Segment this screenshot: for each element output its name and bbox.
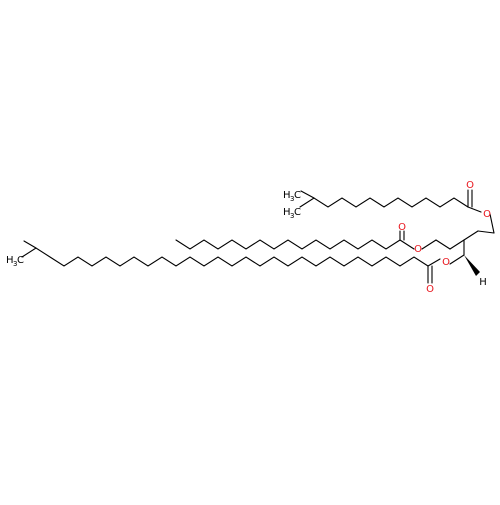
methyl-label-left: H 3 C [6,255,24,268]
middle-chain-bonds [175,239,401,250]
bottom-ester-bond [427,258,441,267]
bottom-acyl-chain [21,240,441,284]
hydrogen-label: H [479,277,487,288]
methyl-top-h: H [283,190,291,201]
o-ether-top: O [483,209,491,220]
methyl-top2-sub: 3 [290,212,294,220]
middle-o-ch2-bond [421,239,437,250]
o-ether-low: O [442,257,450,268]
methyl-label-top2: H 3 C [283,207,301,220]
top-chain-bonds [299,197,469,208]
top-ester-bond [467,206,482,213]
bottom-ethyl-bond [23,240,37,249]
methyl-top2-c: C [294,207,301,218]
glycerol-backbone [449,230,495,276]
methyl-left-h: H [6,255,14,266]
bottom-chain-bonds [21,247,429,267]
middle-acyl-chain [175,230,451,250]
backbone-bond-1 [449,239,465,250]
top-o-ch2-bond [489,213,495,234]
methyl-top-sub: 3 [290,195,294,203]
methyl-left-sub: 3 [13,260,17,268]
methyl-top2-h: H [283,207,291,218]
o-carbonyl-mid: O [398,222,406,233]
stereo-wedge [464,255,480,276]
o-carbonyl-low: O [426,284,434,295]
backbone-bond-3 [477,230,495,234]
methyl-left-c: C [17,255,24,266]
backbone-bond-2 [463,230,479,241]
backbone-o-bond [449,254,465,265]
o-carbonyl-top: O [466,180,474,191]
top-acyl-chain [299,189,495,234]
middle-ch2-bond [435,239,451,250]
methyl-label-top: H 3 C [283,190,301,203]
top-branch-bond [300,190,315,199]
middle-ester-bond [399,239,415,250]
o-ether-mid: O [414,244,422,255]
methyl-top-c: C [294,190,301,201]
